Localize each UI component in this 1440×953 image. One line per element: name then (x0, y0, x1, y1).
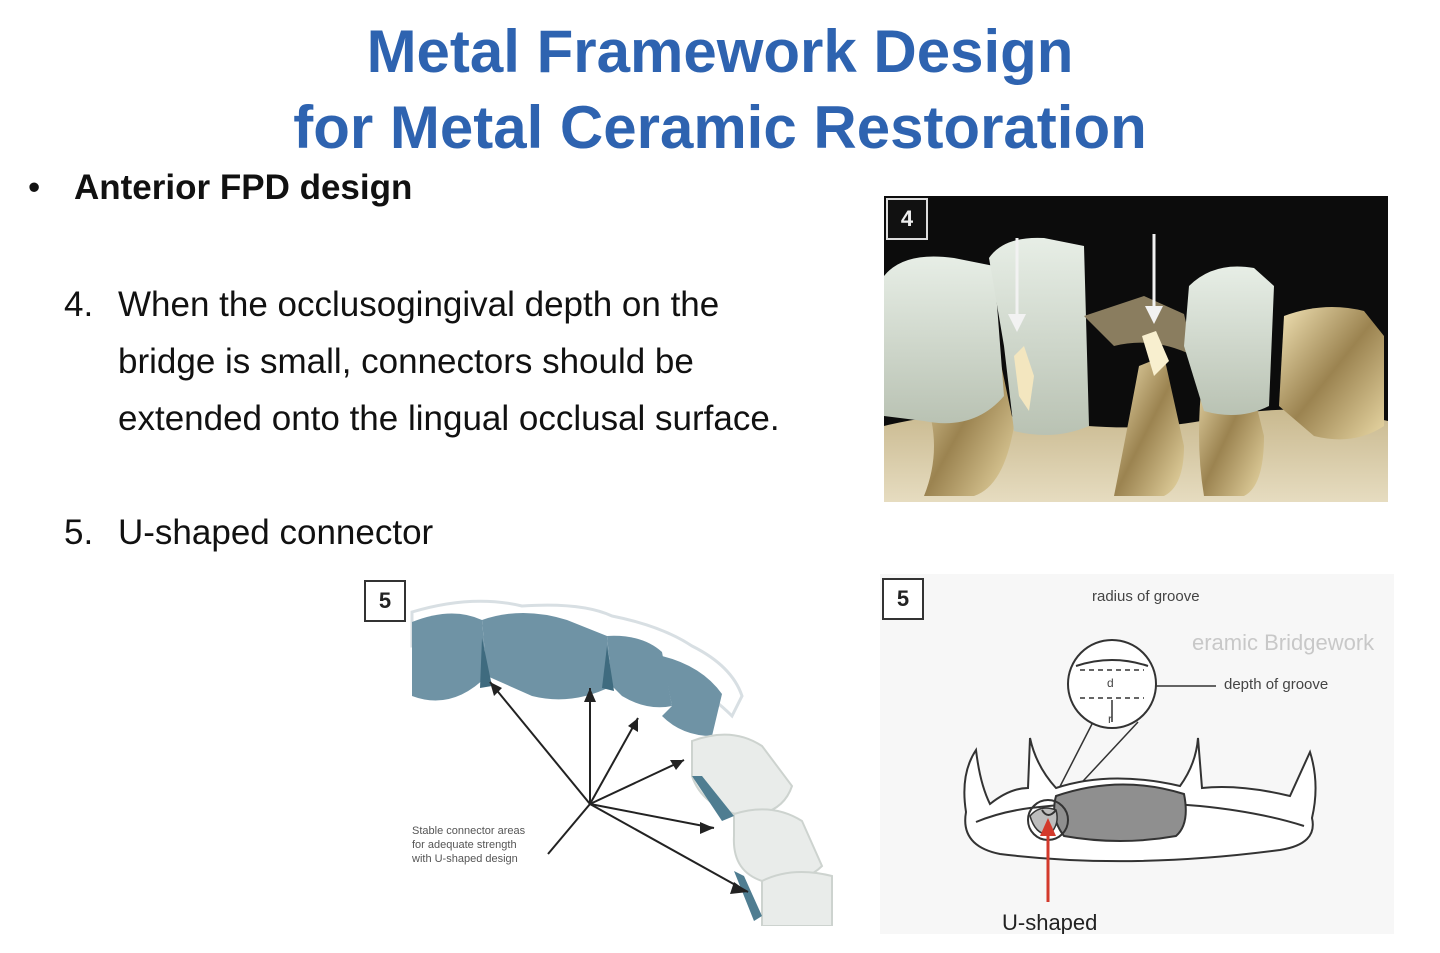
item-text: U-shaped connector (118, 504, 433, 561)
caption-line: with U-shaped design (412, 853, 518, 865)
figure-badge: 5 (364, 580, 406, 622)
arch-connector-illustration: 5 Stable connector areas for adequate st… (362, 576, 840, 926)
bullet-text: Anterior FPD design (74, 168, 413, 207)
list-item-5: 5. U-shaped connector (64, 504, 664, 564)
item-number: 4. (64, 285, 94, 324)
groove-drawing (963, 639, 1317, 902)
item-line: bridge is small, connectors should be (118, 342, 694, 381)
radius-label: radius of groove (1092, 588, 1200, 605)
title-line-2: for Metal Ceramic Restoration (293, 94, 1147, 161)
item-text: When the occlusogingival depth on the br… (118, 276, 780, 447)
r-label: r (1108, 712, 1112, 726)
bridge-photo: 4 (884, 196, 1388, 502)
u-shaped-label: U-shaped (1002, 910, 1098, 934)
caption-line: for adequate strength (412, 839, 517, 851)
depth-label: depth of groove (1224, 676, 1329, 693)
arch-drawing (410, 599, 833, 926)
bridge-photo-illustration (884, 196, 1388, 502)
slide-title: Metal Framework Design for Metal Ceramic… (0, 14, 1440, 166)
item-line: extended onto the lingual occlusal surfa… (118, 399, 780, 438)
arch-caption: Stable connector areas for adequate stre… (412, 824, 525, 866)
bullet-dot: • (28, 168, 41, 207)
item-line: U-shaped connector (118, 513, 434, 552)
d-label: d (1107, 676, 1114, 690)
u-shaped-diagram: eramic Bridgework 5 radius of groove dep… (880, 574, 1394, 934)
bullet-heading: • Anterior FPD design (28, 168, 412, 208)
list-item-4: 4. When the occlusogingival depth on the… (64, 276, 884, 456)
item-number: 5. (64, 513, 94, 552)
watermark-text: eramic Bridgework (1192, 630, 1375, 655)
figure-badge: 4 (886, 198, 928, 240)
figure-badge: 5 (882, 578, 924, 620)
title-line-1: Metal Framework Design (366, 18, 1074, 85)
item-line: When the occlusogingival depth on the (118, 285, 720, 324)
caption-line: Stable connector areas (412, 825, 526, 837)
